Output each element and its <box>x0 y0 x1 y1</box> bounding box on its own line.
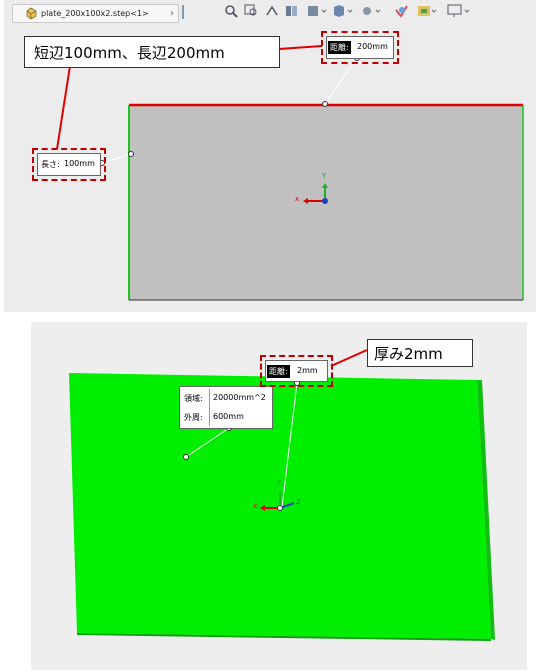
length-dimension-highlight: 長さ: 100mm <box>32 148 106 181</box>
top-viewport[interactable]: plate_200x100x2.step<1> › <box>4 0 536 312</box>
callout-pointer <box>330 349 368 367</box>
plate-isometric[interactable] <box>31 322 527 670</box>
plate-top-face[interactable] <box>4 0 536 312</box>
area-label: 領域: <box>184 394 203 403</box>
view-toolbar <box>222 4 492 20</box>
leader-anchor <box>322 101 328 107</box>
display-style-icon[interactable] <box>306 4 328 18</box>
coordinate-triad <box>260 492 295 511</box>
distance-label: 距離: <box>267 365 290 378</box>
length-value: 100mm <box>64 159 95 168</box>
callout-pointer <box>278 45 323 50</box>
triad-z-label: Z <box>296 498 301 506</box>
rotate-icon[interactable] <box>264 4 280 18</box>
monitor-icon[interactable] <box>446 4 472 18</box>
length-label: 長さ: <box>39 158 62 171</box>
face-properties[interactable]: 領域: 20000mm^2 外周: 600mm <box>179 386 273 429</box>
leader-anchor <box>183 454 189 460</box>
triad-x-label: x <box>295 195 300 203</box>
distance-value: 2mm <box>297 366 318 375</box>
length-leader <box>101 153 132 164</box>
triad-x-label: x <box>253 502 258 510</box>
plate-thickness-edge <box>77 633 491 641</box>
thickness-callout: 厚み2mm <box>367 339 473 367</box>
section-icon[interactable] <box>284 4 300 18</box>
document-tab-strip: plate_200x100x2.step<1> › <box>4 0 224 24</box>
magnify-icon[interactable] <box>224 4 240 18</box>
coordinate-triad <box>303 183 328 204</box>
appearance-icon[interactable] <box>394 4 416 18</box>
triad-y-label: Y <box>277 479 282 487</box>
part-icon <box>26 7 37 20</box>
distance-dimension-highlight: 距離: 200mm <box>321 31 399 64</box>
dimension-callout: 短辺100mm、長辺200mm <box>24 36 280 68</box>
document-tab-title: plate_200x100x2.step<1> <box>41 9 149 18</box>
zoom-box-icon[interactable] <box>244 4 260 18</box>
tab-chevron-icon[interactable]: › <box>170 8 174 19</box>
callout-text: 厚み2mm <box>374 345 443 363</box>
perimeter-value: 600mm <box>213 412 244 421</box>
scene-icon[interactable] <box>416 4 438 18</box>
properties-leader <box>185 427 230 458</box>
triad-y-label: Y <box>322 172 327 180</box>
distance-value: 200mm <box>357 42 388 51</box>
document-tab[interactable]: plate_200x100x2.step<1> › <box>12 4 179 23</box>
thickness-dimension-highlight: 距離: 2mm <box>260 355 333 387</box>
tab-separator <box>182 5 184 19</box>
callout-pointer <box>56 65 71 150</box>
distance-leader <box>281 382 298 508</box>
distance-leader <box>324 57 358 105</box>
callout-text: 短辺100mm、長辺200mm <box>34 44 225 62</box>
perimeter-label: 外周: <box>184 413 203 422</box>
property-divider <box>209 389 210 426</box>
area-value: 20000mm^2 <box>213 393 266 402</box>
plate-side-edge <box>477 380 495 640</box>
view-cube-icon[interactable] <box>332 4 354 18</box>
distance-label: 距離: <box>328 41 351 54</box>
leader-anchor <box>128 151 134 157</box>
hide-show-icon[interactable] <box>360 4 382 18</box>
bottom-viewport[interactable]: x Y Z 領域: 20000mm^2 外周: 600mm 距離: 2mm 厚み… <box>31 322 527 670</box>
